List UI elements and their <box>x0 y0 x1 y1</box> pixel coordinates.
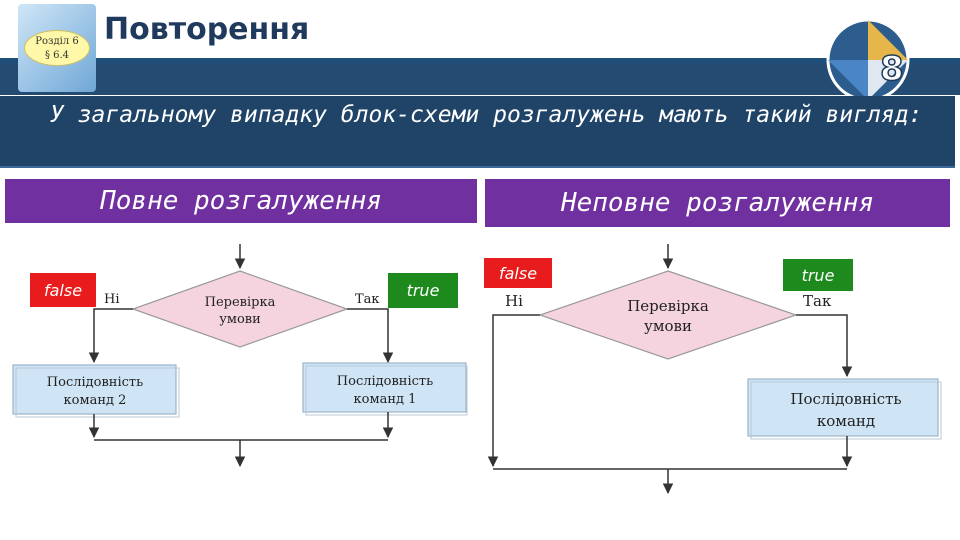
grade-logo: 8 <box>826 18 910 98</box>
slide-title: Повторення <box>104 12 310 47</box>
partial-yes-branch-line <box>796 314 853 378</box>
full-yes-label: Так <box>355 292 380 307</box>
partial-yes-label: Так <box>803 292 832 310</box>
logo-segment-light <box>868 60 908 98</box>
full-sequence-right-line1: Послідовність <box>337 374 433 389</box>
partial-sequence-line1: Послідовність <box>790 390 901 408</box>
full-no-branch-line <box>88 308 133 364</box>
full-sequence-right-box <box>302 362 467 413</box>
full-sequence-right-line2: команд 1 <box>354 392 417 407</box>
full-sequence-left-shadow <box>15 367 180 418</box>
full-condition-line2: умови <box>219 312 261 327</box>
section-label: Розділ 6 <box>35 36 79 47</box>
partial-branching-flowchart: Перевірка умови Ні Так Послідовність ком… <box>487 244 942 495</box>
full-sequence-left-line1: Послідовність <box>47 375 143 390</box>
intro-text: У загальному випадку блок-схеми розгалуж… <box>0 96 955 168</box>
grade-number: 8 <box>880 49 904 89</box>
full-no-label: Ні <box>104 292 120 307</box>
partial-condition-diamond <box>538 270 798 360</box>
partial-condition-line2: умови <box>644 317 692 335</box>
caption-full-branching: Повне розгалуження <box>5 179 477 223</box>
full-sequence-left-box <box>12 364 177 415</box>
paragraph-label: § 6.4 <box>44 50 70 61</box>
section-badge: Розділ 6 § 6.4 <box>24 30 90 66</box>
logo-segment-blue <box>828 60 868 98</box>
partial-sequence-line2: команд <box>817 412 875 430</box>
logo-segment-gold <box>868 20 908 60</box>
header-bar <box>0 0 960 95</box>
caption-partial-branching: Неповне розгалуження <box>485 179 950 227</box>
partial-false-tag: false <box>484 258 552 288</box>
partial-true-tag: true <box>783 259 853 291</box>
full-false-tag: false <box>30 273 96 307</box>
full-branching-flowchart: Перевірка умови Ні Так Послідовність ком… <box>12 244 468 468</box>
full-true-tag: true <box>388 273 458 308</box>
partial-sequence-shadow <box>750 381 942 440</box>
partial-no-label: Ні <box>505 292 523 310</box>
partial-condition-line1: Перевірка <box>627 297 709 315</box>
partial-sequence-box <box>747 378 939 437</box>
full-sequence-left-line2: команд 2 <box>64 393 127 408</box>
full-condition-line1: Перевірка <box>205 295 276 310</box>
full-sequence-right-shadow <box>305 365 468 416</box>
full-condition-diamond <box>131 270 349 348</box>
full-yes-branch-line <box>347 308 394 364</box>
partial-no-branch-line <box>487 314 540 468</box>
